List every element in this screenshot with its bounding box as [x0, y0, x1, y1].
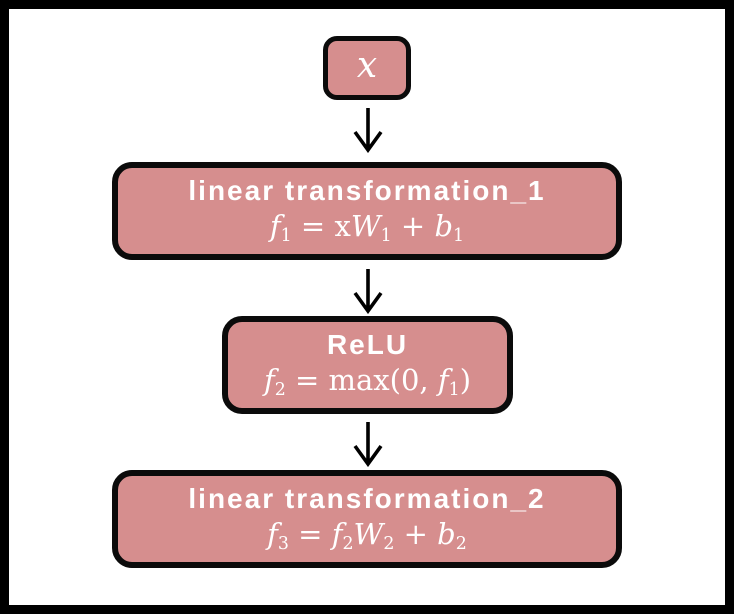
- formula-term: x: [334, 208, 351, 243]
- down-arrow-icon: [353, 422, 383, 467]
- node-linear1-formula: f1 = xW1 + b1: [270, 208, 464, 248]
- node-linear1-title: linear transformation_1: [188, 175, 546, 207]
- formula-term: f: [331, 516, 343, 551]
- node-relu: ReLU f2 = max(0, f1): [222, 316, 513, 414]
- formula-term: 1: [453, 226, 465, 247]
- formula-term: 1: [448, 380, 460, 401]
- formula-term: =: [288, 516, 332, 551]
- formula-term: +: [394, 516, 438, 551]
- formula-term: 2: [274, 380, 286, 401]
- formula-term: 1: [280, 226, 292, 247]
- formula-term: 2: [383, 534, 395, 555]
- formula-term: f: [437, 362, 449, 397]
- down-arrow-icon: [353, 108, 383, 153]
- formula-term: b: [434, 208, 454, 243]
- formula-term: f: [263, 362, 275, 397]
- node-input: x: [323, 36, 411, 100]
- node-linear2-title: linear transformation_2: [188, 483, 546, 515]
- formula-term: 2: [342, 534, 354, 555]
- formula-term: b: [437, 516, 456, 551]
- formula-term: 2: [455, 534, 467, 555]
- formula-term: ): [459, 362, 472, 397]
- node-relu-formula: f2 = max(0, f1): [264, 362, 471, 402]
- node-relu-title: ReLU: [326, 329, 409, 361]
- formula-term: 3: [277, 534, 289, 555]
- formula-term: =: [291, 208, 335, 243]
- node-linear-transformation-1: linear transformation_1 f1 = xW1 + b1: [112, 162, 622, 260]
- formula-term: W: [353, 516, 384, 551]
- node-input-label: x: [356, 45, 378, 86]
- formula-term: 1: [380, 226, 392, 247]
- formula-term: f: [267, 516, 278, 551]
- node-linear2-formula: f3 = f2W2 + b2: [267, 516, 467, 556]
- formula-term: = max(0,: [285, 362, 438, 397]
- down-arrow-icon: [353, 269, 383, 314]
- formula-term: f: [269, 208, 281, 243]
- formula-term: W: [350, 208, 381, 243]
- formula-term: +: [391, 208, 435, 243]
- node-linear-transformation-2: linear transformation_2 f3 = f2W2 + b2: [112, 470, 622, 568]
